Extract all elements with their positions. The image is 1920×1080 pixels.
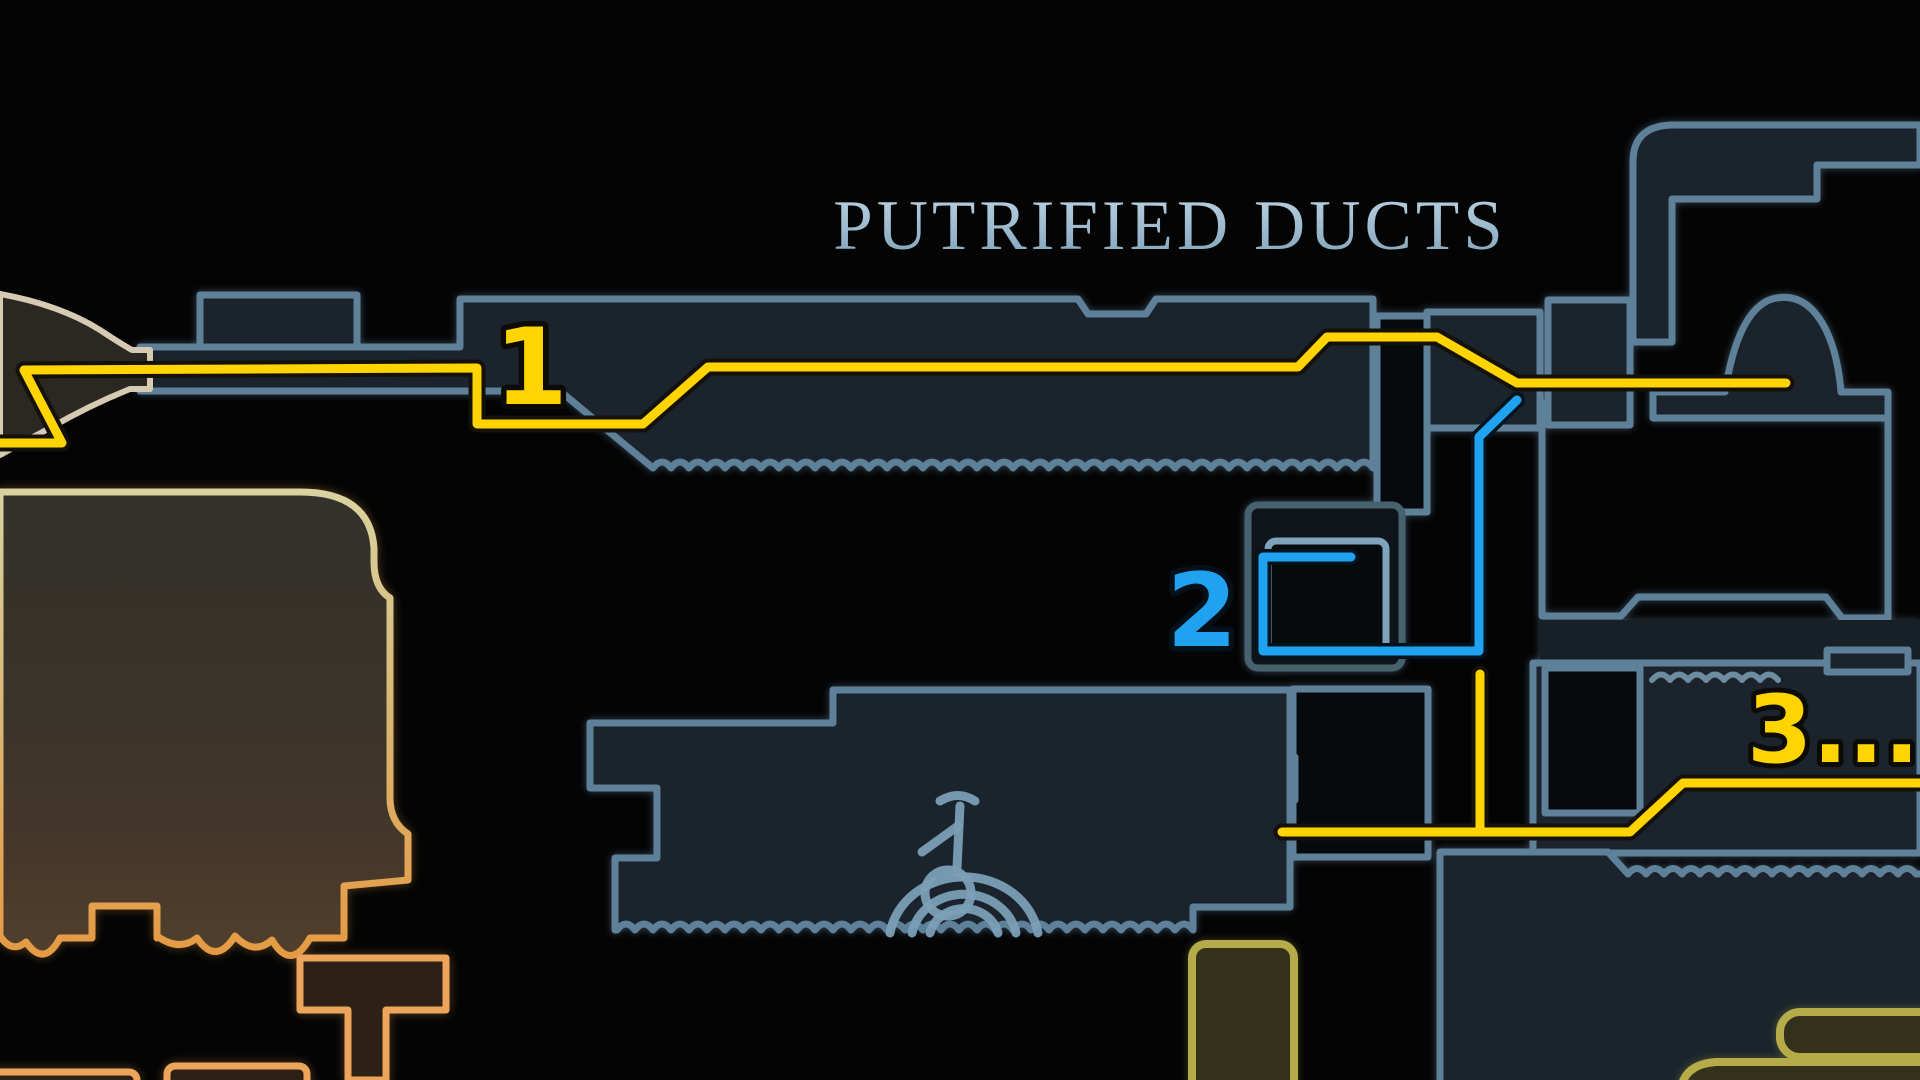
olive-shaft-room: [1188, 940, 1298, 1080]
marker-1-label: 1: [494, 306, 568, 429]
main-duct-hall: [144, 295, 1377, 472]
bell-dome-icon: [885, 791, 1043, 938]
left-pillar-room: [296, 954, 450, 1080]
marker-2-label: 2: [1167, 552, 1238, 671]
olive-corner-room: [1679, 1058, 1920, 1080]
marker3-pit-hole: [1541, 664, 1644, 817]
region-olive-rooms: [1188, 940, 1920, 1080]
marker3-top-block: [1823, 646, 1912, 676]
bottom-left-room-b: [163, 1062, 311, 1080]
region-left-orange: [0, 488, 450, 1080]
marker-3-label: 3...: [1747, 676, 1920, 785]
upper-right-room: [1544, 296, 1634, 429]
marker3-wavy-edge: [1649, 671, 1781, 683]
bottom-left-room-a: [0, 1068, 141, 1080]
olive-bar-room: [1776, 1008, 1920, 1061]
area-title: PUTRIFIED DUCTS: [833, 187, 1506, 265]
bell-room: [586, 686, 1294, 934]
left-tall-room: [0, 488, 412, 959]
region-ducts-rooms: [136, 121, 1920, 1080]
staple-room: [1629, 121, 1920, 346]
top-bump-room: [196, 291, 361, 353]
pit-outline: [1538, 390, 1892, 622]
mound-ledge: [1649, 293, 1892, 422]
